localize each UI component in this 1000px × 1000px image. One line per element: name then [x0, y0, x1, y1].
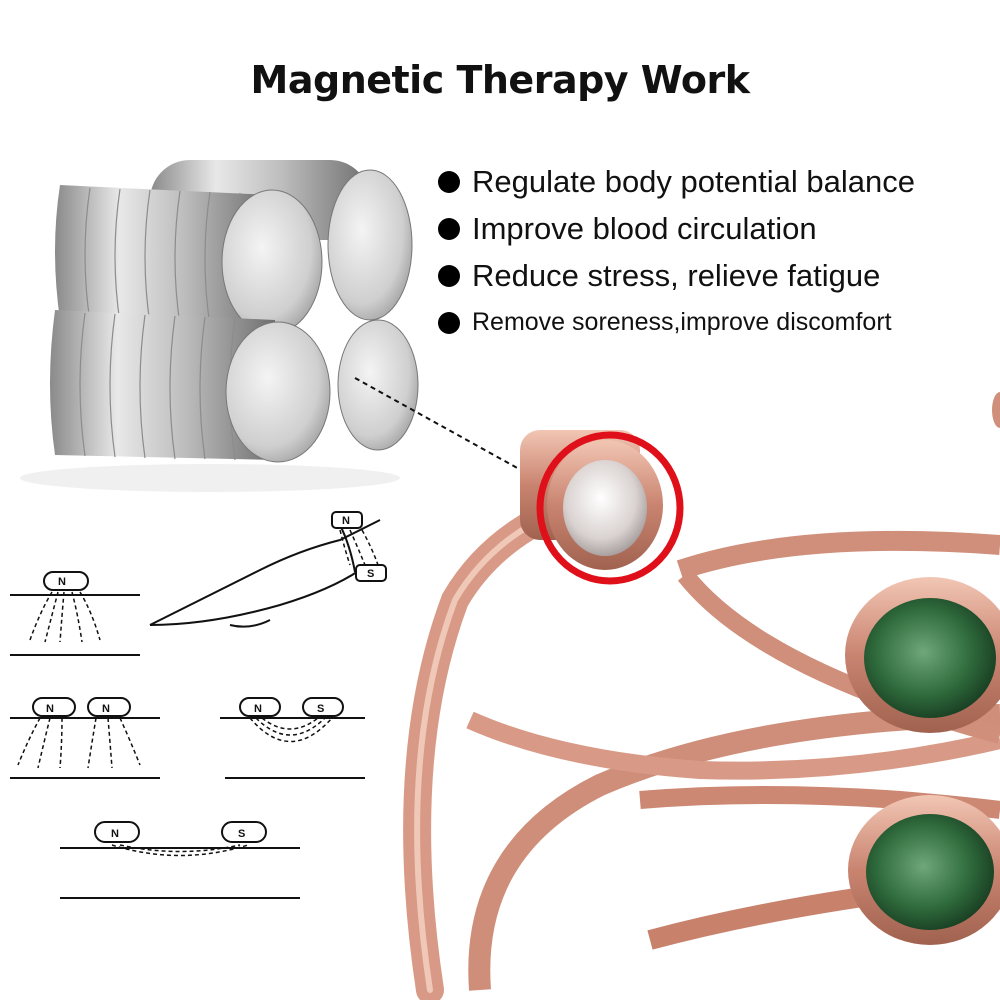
benefit-text: Reduce stress, relieve fatigue [472, 257, 881, 293]
two-magnets-diagram [10, 697, 160, 779]
bullet-icon [438, 217, 460, 240]
hand-diagram [149, 511, 387, 628]
green-stone [864, 598, 996, 718]
separated-magnets-diagram [60, 821, 300, 899]
magnet-column [55, 185, 323, 335]
copper-bracelet [403, 392, 1000, 1000]
north-pole-label: N [254, 703, 262, 715]
bullet-icon [438, 170, 460, 193]
single-magnet-diagram [10, 571, 140, 656]
benefits-list: Regulate body potential balance Improve … [438, 158, 998, 346]
green-stone [866, 814, 994, 930]
benefit-item: Regulate body potential balance [438, 158, 998, 205]
benefit-text: Regulate body potential balance [472, 163, 915, 199]
bullet-icon [438, 264, 460, 287]
magnet-column [337, 319, 419, 451]
south-pole-label: S [238, 828, 245, 840]
north-pole-label: N [102, 703, 110, 715]
benefit-item: Remove soreness,improve discomfort [438, 299, 998, 346]
bracelet-magnet [563, 460, 647, 556]
benefit-item: Improve blood circulation [438, 205, 998, 252]
north-pole-label: N [46, 703, 54, 715]
benefit-item: Reduce stress, relieve fatigue [438, 252, 998, 299]
attracting-magnets-diagram [220, 697, 365, 779]
north-pole-label: N [58, 576, 66, 588]
south-pole-label: S [317, 703, 324, 715]
south-pole-label: S [367, 568, 374, 580]
benefit-text: Remove soreness,improve discomfort [472, 308, 892, 336]
north-pole-label: N [111, 828, 119, 840]
north-pole-label: N [342, 515, 350, 527]
page-title: Magnetic Therapy Work [250, 58, 750, 102]
highlight-ring [536, 431, 684, 585]
bullet-icon [438, 311, 460, 334]
magnet-column [50, 310, 331, 463]
benefit-text: Improve blood circulation [472, 210, 817, 246]
